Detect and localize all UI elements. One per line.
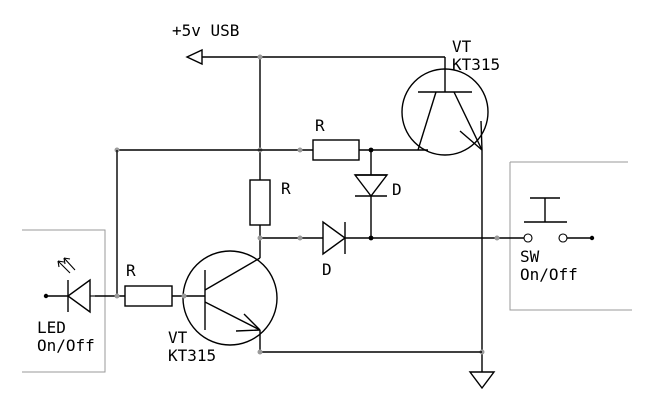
junction-node	[257, 54, 263, 60]
diode-lower	[322, 220, 347, 256]
led-icon	[43, 257, 95, 314]
switch-ref-label: SW	[520, 247, 540, 266]
resistor-mid-label: R	[281, 179, 291, 198]
vt-bottom-ref: VT	[168, 328, 188, 347]
switch-func-label: On/Off	[520, 265, 578, 284]
switch-panel-frame	[509, 161, 632, 311]
diode-lower-label: D	[322, 260, 332, 279]
junction-node	[257, 235, 263, 241]
resistor-top	[312, 139, 360, 161]
junction-node	[494, 235, 500, 241]
vt-top-ref: VT	[452, 37, 472, 56]
junction-node	[257, 349, 263, 355]
diode-upper-label: D	[392, 180, 402, 199]
resistor-led-label: R	[126, 261, 136, 280]
junction-node	[114, 293, 120, 299]
resistor-top-label: R	[315, 116, 325, 135]
diode-upper	[353, 150, 389, 238]
ground-icon	[468, 371, 496, 390]
transistor-vt-bottom	[173, 250, 278, 352]
resistor-mid	[249, 179, 271, 226]
resistor-led	[124, 285, 173, 307]
led-ref-label: LED	[37, 318, 66, 337]
transistor-vt-top	[400, 68, 489, 156]
led-panel-frame	[22, 229, 106, 373]
junction-node	[181, 293, 187, 299]
junction-node	[297, 235, 303, 241]
junction-dot	[368, 235, 374, 241]
supply-label: +5v USB	[172, 21, 239, 40]
vt-bottom-part: KT315	[168, 346, 216, 365]
switch-sw	[523, 197, 595, 243]
junction-node	[297, 147, 303, 153]
vt-top-part: KT315	[452, 55, 500, 74]
led-func-label: On/Off	[37, 336, 95, 355]
supply-arrow	[185, 48, 446, 76]
